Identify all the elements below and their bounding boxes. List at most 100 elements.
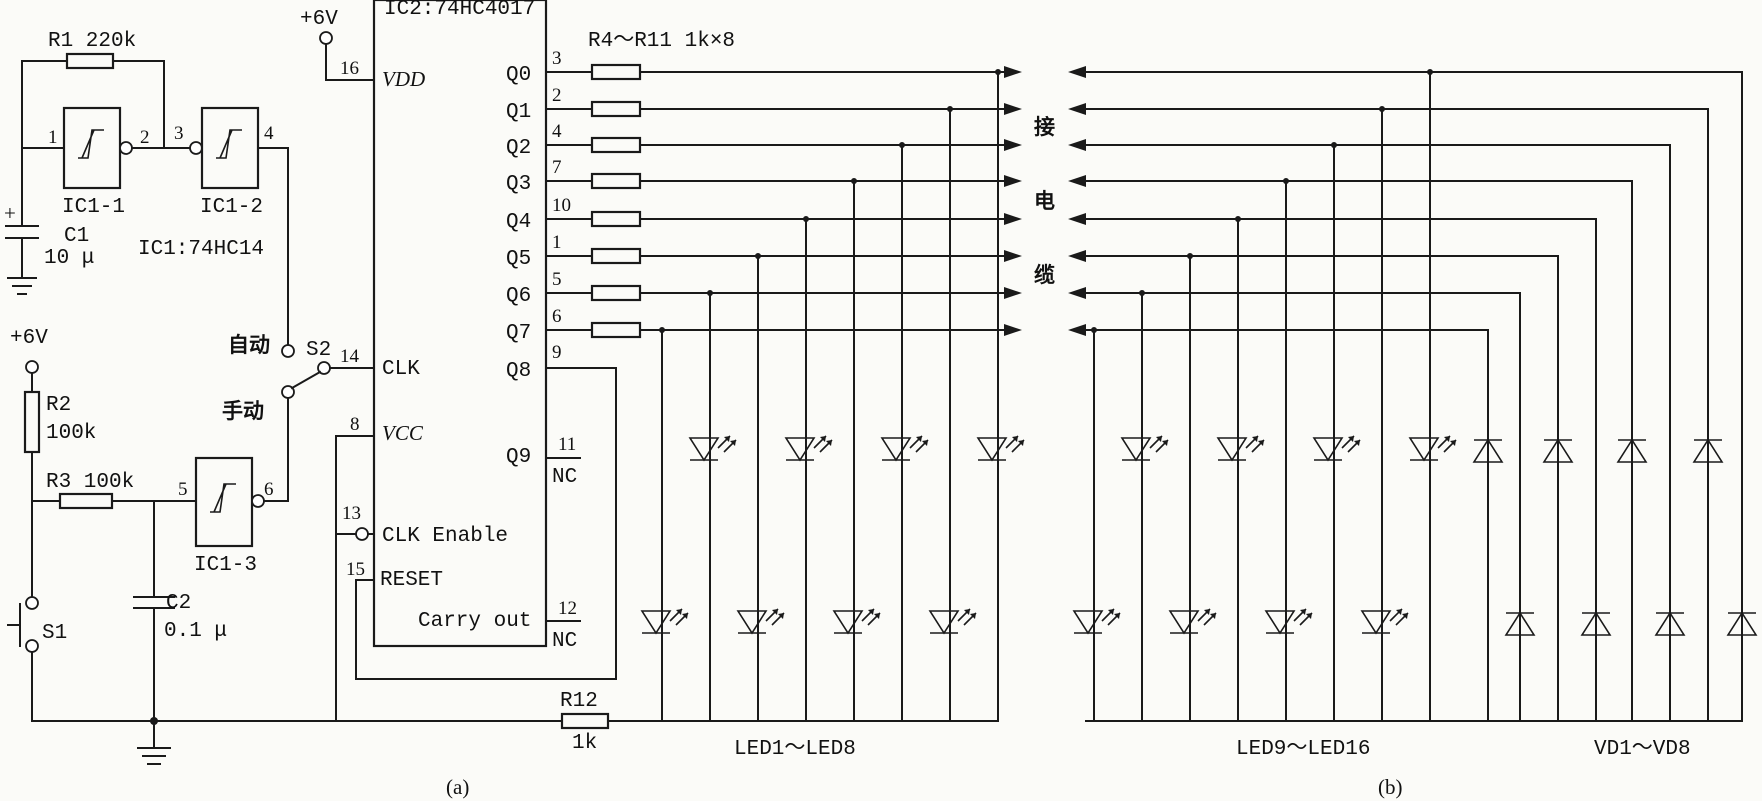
clk-enable-pin: 13 — [342, 503, 361, 524]
ic2-carry-label: Carry out — [418, 610, 531, 633]
ic2-clk-enable-label: CLK Enable — [382, 525, 508, 548]
led-a-bottom-0 — [928, 608, 977, 635]
led-a-top-1 — [880, 435, 929, 462]
arrow-left-4 — [1068, 213, 1086, 225]
r2-label: R2 — [46, 394, 71, 417]
diode-top-1 — [1616, 438, 1648, 463]
r-output-0 — [590, 63, 642, 81]
reset-pin: 15 — [346, 559, 365, 580]
junction-a-1 — [947, 106, 953, 112]
arrow-right-5 — [1004, 250, 1022, 262]
leds-b-label: LED9～LED16 — [1236, 738, 1370, 761]
q-pin-2: 4 — [552, 121, 562, 142]
ic2-reset-label: RESET — [380, 569, 443, 592]
ic2-vcc-label: VCC — [382, 421, 424, 445]
c1-label: C1 — [64, 225, 89, 248]
led-a-top-2 — [784, 435, 833, 462]
diode-bottom-0 — [1726, 611, 1758, 636]
junction-a-6 — [707, 290, 713, 296]
arrow-left-1 — [1068, 103, 1086, 115]
arrow-left-3 — [1068, 175, 1086, 187]
led-b-bottom-2 — [1168, 608, 1217, 635]
led-a-top-3 — [688, 435, 737, 462]
ic1-part-label: IC1:74HC14 — [138, 238, 264, 261]
ic1-2-inverter — [163, 106, 289, 346]
ic1-3-inverter — [194, 397, 289, 548]
led-array-a — [640, 69, 1025, 722]
carry-pin: 12 — [558, 598, 577, 619]
diode-bottom-2 — [1580, 611, 1612, 636]
r-output-4 — [590, 210, 642, 228]
vdd-supply-label: +6V — [300, 8, 338, 31]
r-output-2 — [590, 136, 642, 154]
q-pin-3: 7 — [552, 157, 562, 178]
ic1-2-out-pin: 4 — [264, 123, 274, 144]
junction-a-7 — [659, 327, 665, 333]
led-b-bottom-1 — [1264, 608, 1313, 635]
q-label-0: Q0 — [506, 64, 531, 87]
s2-switch[interactable] — [281, 344, 375, 399]
cable-char-2: 电 — [1034, 189, 1055, 213]
q-pin-1: 2 — [552, 85, 562, 106]
q9-nc-label: NC — [552, 466, 577, 489]
arrow-left-0 — [1068, 66, 1086, 78]
diode-array — [1085, 71, 1758, 722]
arrow-right-1 — [1004, 103, 1022, 115]
q8-pin: 9 — [552, 342, 562, 363]
ic1-3-out-pin: 6 — [264, 479, 274, 500]
carry-nc-label: NC — [552, 630, 577, 653]
diode-top-0 — [1692, 438, 1724, 463]
r-output-5 — [590, 247, 642, 265]
q-label-2: Q2 — [506, 137, 531, 160]
r-output-1 — [590, 100, 642, 118]
c1-capacitor — [5, 147, 39, 295]
clk-pin: 14 — [340, 346, 360, 367]
r-output-3 — [590, 172, 642, 190]
diode-top-3 — [1472, 438, 1504, 463]
q-pin-0: 3 — [552, 48, 562, 69]
q9-pin: 11 — [558, 434, 576, 455]
manual-mode-label: 手动 — [222, 399, 264, 423]
ic2-vcc-wiring — [335, 435, 375, 722]
led-b-top-1 — [1312, 435, 1361, 462]
q-pin-6: 5 — [552, 269, 562, 290]
r-output-6 — [590, 284, 642, 302]
ic2-vdd-label: VDD — [382, 67, 425, 91]
diode-top-2 — [1542, 438, 1574, 463]
arrow-left-5 — [1068, 250, 1086, 262]
ic2-q9-label: Q9 — [506, 446, 531, 469]
led-array-b — [1072, 69, 1457, 722]
ic1-3-label: IC1-3 — [194, 554, 257, 577]
led-b-top-3 — [1120, 435, 1169, 462]
arrow-left-6 — [1068, 287, 1086, 299]
cable-char-3: 缆 — [1034, 263, 1055, 287]
ic1-3-in-pin: 5 — [178, 479, 188, 500]
s1-label[interactable]: S1 — [42, 622, 67, 645]
led-b-bottom-3 — [1072, 608, 1121, 635]
part-b-label: (b) — [1378, 775, 1403, 799]
ic1-2-in-pin: 3 — [174, 123, 184, 144]
q-label-3: Q3 — [506, 173, 531, 196]
q-label-5: Q5 — [506, 248, 531, 271]
diode-bottom-1 — [1654, 611, 1686, 636]
arrow-right-2 — [1004, 139, 1022, 151]
q-pin-5: 1 — [552, 232, 562, 253]
led-b-top-2 — [1216, 435, 1265, 462]
r4-r11-label: R4～R11 1k×8 — [588, 30, 735, 53]
led-b-bottom-0 — [1360, 608, 1409, 635]
ic1-1-out-pin: 2 — [140, 127, 150, 148]
part-a-label: (a) — [446, 775, 469, 799]
junction-a-0 — [995, 69, 1001, 75]
r-output-7 — [590, 321, 642, 339]
manual-clock-circuit — [7, 360, 997, 765]
r3-label: R3 100k — [46, 471, 134, 494]
vdd-pin: 16 — [340, 58, 359, 79]
q-label-7: Q7 — [506, 322, 531, 345]
ic2-label: IC2:74HC4017 — [384, 0, 535, 21]
q8-reset-feedback — [355, 367, 617, 680]
led-a-bottom-1 — [832, 608, 881, 635]
c2-label: C2 — [166, 592, 191, 615]
q-pin-4: 10 — [552, 195, 571, 216]
r1-label: R1 220k — [48, 30, 136, 53]
